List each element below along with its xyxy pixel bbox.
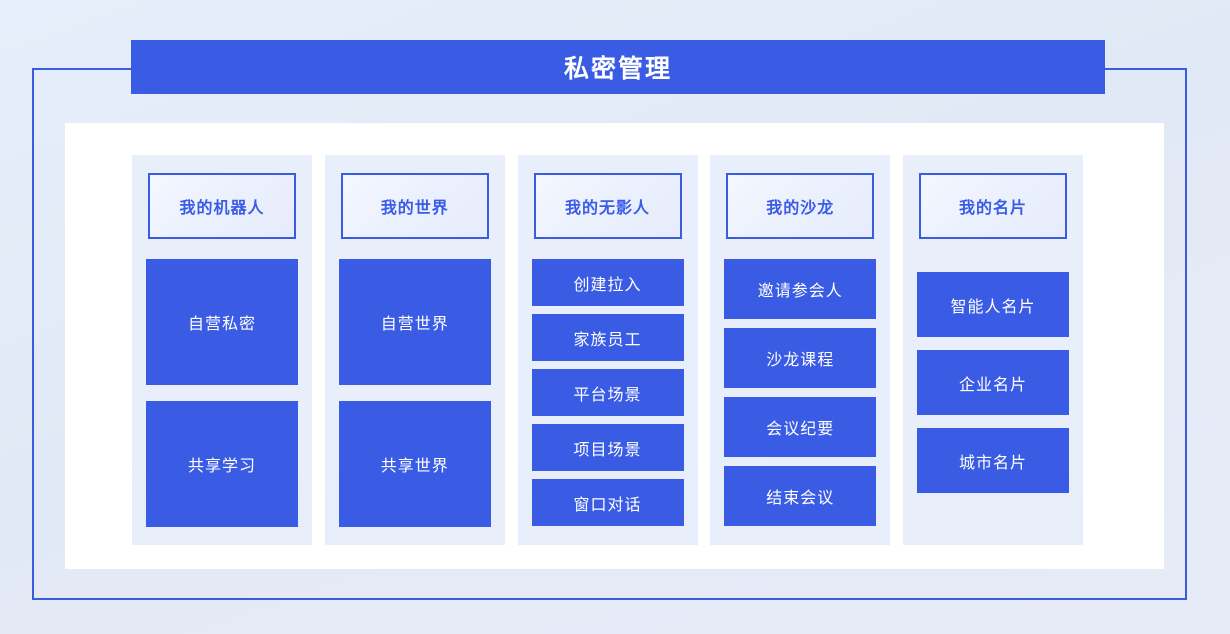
- page-title: 私密管理: [563, 54, 672, 83]
- item-invite-participants[interactable]: 邀请参会人: [724, 259, 877, 319]
- column-my-world: 我的世界 自营世界 共享世界: [324, 155, 505, 545]
- item-self-operated-private[interactable]: 自营私密: [146, 259, 298, 385]
- item-salon-course[interactable]: 沙龙课程: [724, 328, 877, 388]
- item-shared-world[interactable]: 共享世界: [338, 401, 491, 527]
- column-items-my-robot: 自营私密 共享学习: [132, 259, 312, 527]
- item-smart-person-card[interactable]: 智能人名片: [917, 272, 1069, 337]
- column-header-my-business-card[interactable]: 我的名片: [919, 173, 1067, 239]
- column-header-my-world[interactable]: 我的世界: [340, 173, 489, 239]
- item-create-pull-in[interactable]: 创建拉入: [531, 259, 684, 306]
- category-columns: 我的机器人 自营私密 共享学习 我的世界 自营世界 共享世界 我的无影人 创建拉…: [132, 155, 1083, 545]
- column-items-my-business-card: 智能人名片 企业名片 城市名片: [903, 272, 1083, 493]
- item-window-dialog[interactable]: 窗口对话: [531, 479, 684, 526]
- item-enterprise-card[interactable]: 企业名片: [917, 350, 1069, 415]
- item-end-meeting[interactable]: 结束会议: [724, 466, 877, 526]
- item-self-operated-world[interactable]: 自营世界: [338, 259, 491, 385]
- column-my-shadowless-person: 我的无影人 创建拉入 家族员工 平台场景 项目场景 窗口对话: [517, 155, 698, 545]
- column-header-my-salon[interactable]: 我的沙龙: [726, 173, 875, 239]
- item-city-card[interactable]: 城市名片: [917, 428, 1069, 493]
- column-items-my-shadowless-person: 创建拉入 家族员工 平台场景 项目场景 窗口对话: [518, 259, 698, 526]
- column-header-my-robot[interactable]: 我的机器人: [148, 173, 296, 239]
- item-meeting-minutes[interactable]: 会议纪要: [724, 397, 877, 457]
- column-my-business-card: 我的名片 智能人名片 企业名片 城市名片: [903, 155, 1083, 545]
- item-platform-scene[interactable]: 平台场景: [531, 369, 684, 416]
- item-shared-learning[interactable]: 共享学习: [146, 401, 298, 527]
- column-header-my-shadowless-person[interactable]: 我的无影人: [533, 173, 682, 239]
- item-project-scene[interactable]: 项目场景: [531, 424, 684, 471]
- item-family-staff[interactable]: 家族员工: [531, 314, 684, 361]
- column-my-robot: 我的机器人 自营私密 共享学习: [132, 155, 312, 545]
- column-my-salon: 我的沙龙 邀请参会人 沙龙课程 会议纪要 结束会议: [710, 155, 891, 545]
- column-items-my-salon: 邀请参会人 沙龙课程 会议纪要 结束会议: [710, 259, 890, 526]
- column-items-my-world: 自营世界 共享世界: [325, 259, 505, 527]
- page-title-banner: 私密管理: [131, 40, 1105, 94]
